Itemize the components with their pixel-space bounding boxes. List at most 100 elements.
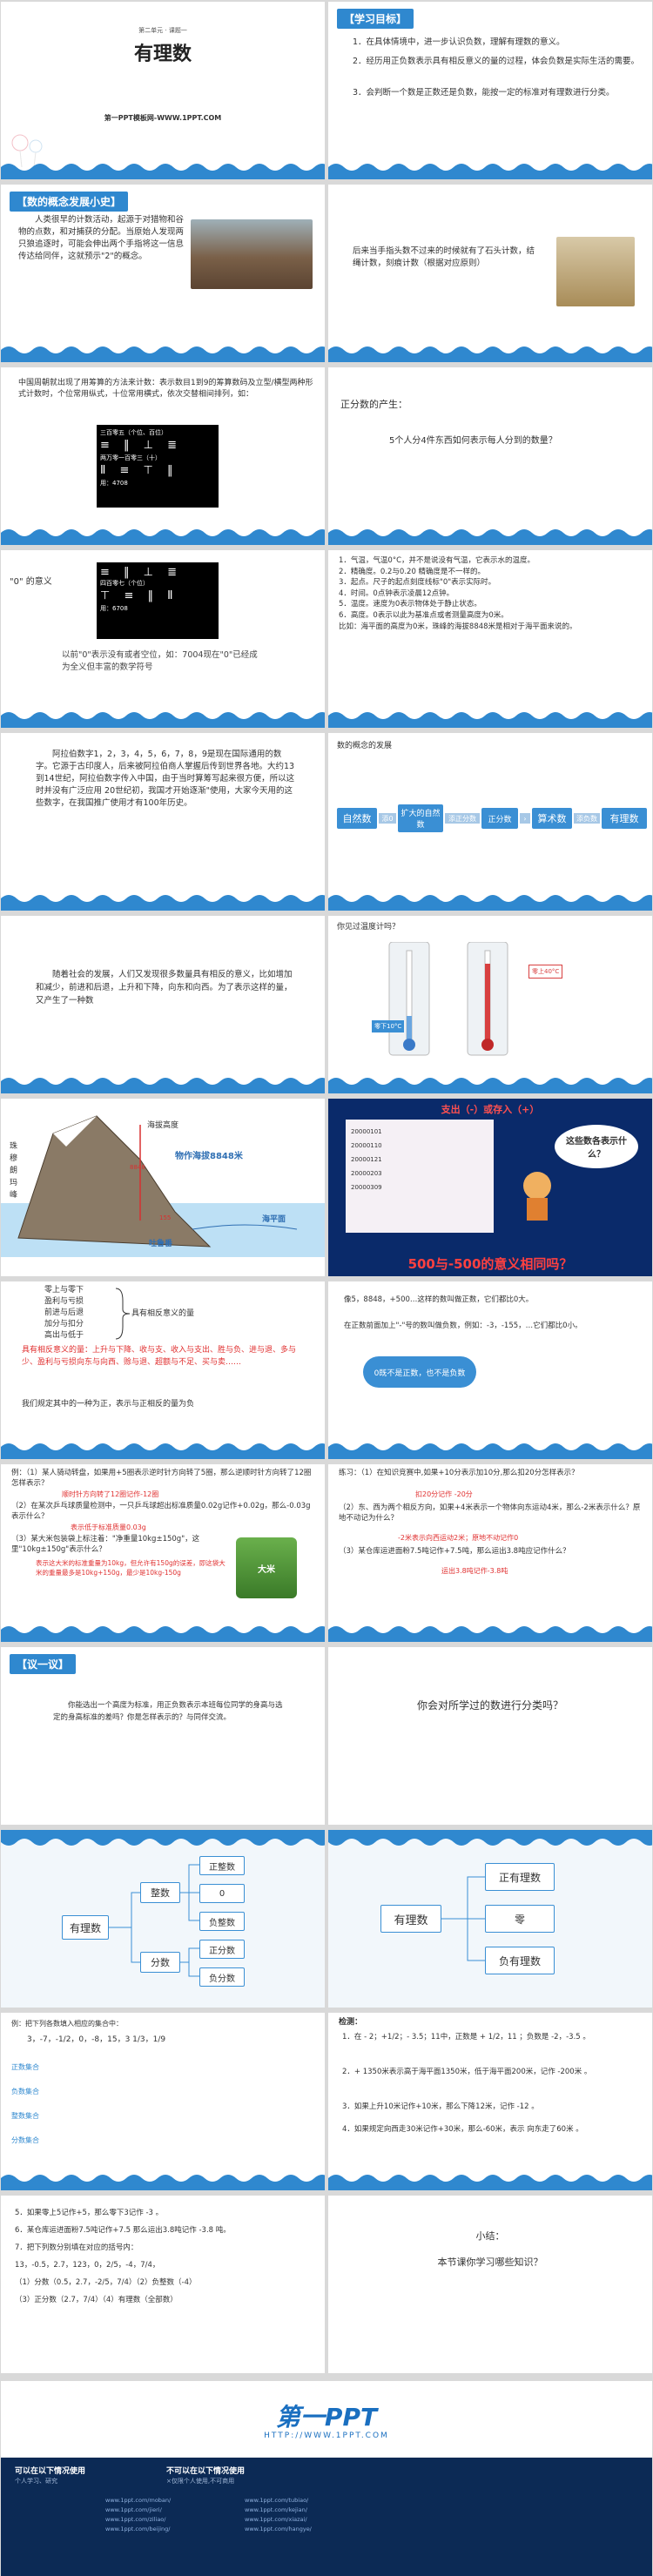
slide-altitude[interactable]: 珠穆朗玛峰 海拔高度 物作海拔8848米 8848 155 海平面 吐鲁番 (1, 1099, 325, 1276)
practice-q2: （2）东、西为两个相反方向，如果+4米表示一个物体向东运动4米，那么-2米表示什… (339, 1503, 641, 1523)
zero-item: 4．时间。0点钟表示凌晨12点钟。 (339, 589, 454, 598)
flow-arrow: › (520, 813, 530, 824)
ledger-row: 20000203 (351, 1170, 382, 1177)
footer-url[interactable]: HTTP://WWW.1PPT.COM (264, 2431, 389, 2440)
slide-summary[interactable]: 小结： 本节课你学习哪些知识？ (328, 2196, 652, 2373)
zero-item: 比如：海平面的高度为0米，珠峰的海拔8848米是相对于海平面来说的。 (339, 622, 577, 631)
ppt-footer: 第一PPT HTTP://WWW.1PPT.COM 可以在以下情况使用 个人学习… (1, 2381, 652, 2576)
thermo-label-hot: 零上40°C (528, 965, 563, 979)
sign-connectors (441, 1876, 485, 1961)
slide-fractions[interactable]: 正分数的产生： 5个人分4件东西如何表示每人分到的数量？ (328, 367, 652, 545)
slide-objectives[interactable]: 【学习目标】 1．在具体情境中，进一步认识负数，理解有理数的意义。 2．经历用正… (328, 2, 652, 179)
flow-natural: 自然数 (337, 808, 377, 829)
slide-cover[interactable]: 第二单元 · 课题一 有理数 第一PPT模板网-WWW.1PPT.COM (1, 2, 325, 179)
zero-text: 以前"0"表示没有或者空位，如：7004现在"0"已经成为全义但丰富的数学符号 (62, 650, 258, 672)
set-positive: 正数集合 (11, 2063, 39, 2071)
slide-example[interactable]: 例：（1）某人骑动转盘，如果用+5圈表示逆时针方向转了5圈，那么逆顺时针方向转了… (1, 1464, 325, 1642)
flow-positive-fraction: 正分数 (481, 808, 518, 829)
wave-border (328, 1623, 652, 1642)
row-13: 5．如果零上5记作+5，那么零下3记作 -3 。 6．某仓库运进面粉7.5吨记作… (0, 2196, 653, 2373)
slide-thermometer[interactable]: 你见过温度计吗？ 零下10°C 零上40°C (328, 916, 652, 1093)
row-2: 【数的概念发展小史】 人类很早的计数活动，起源于对猎物和谷物的点数，和对捕获的分… (0, 185, 653, 362)
tree-root: 有理数 (62, 1915, 109, 1940)
practice-q1: 练习：（1）在知识竞赛中,如果+10分表示加10分,那么扣20分怎样表示？ (339, 1469, 579, 1477)
pair-item: 加分与扣分 (44, 1320, 84, 1328)
fraction-title: 正分数的产生： (340, 399, 407, 410)
practice-a1: 扣20分记作 -20分 (415, 1490, 473, 1498)
slide-arabic-numerals[interactable]: 阿拉伯数字1，2，3，4，5，6，7，8，9是现在国际通用的数字。它源于古印度人… (1, 733, 325, 911)
set-question: 例：把下列各数填入相应的集合中： (11, 2020, 123, 2028)
altitude-label: 海拔高度 (147, 1121, 179, 1130)
slide-positive-negative[interactable]: 像5，8848，+500…这样的数叫做正数，它们都比0大。 在正数前面加上"-"… (328, 1281, 652, 1459)
wave-border (1, 709, 325, 728)
slide-number-evolution[interactable]: 数的概念的发展 自然数 添0 扩大的自然数 添正分数 正分数 › 算术数 添负数… (328, 733, 652, 911)
footer-link[interactable]: www.1ppt.com/beijing/ (105, 2526, 171, 2532)
ledger-row: 20000309 (351, 1184, 382, 1191)
row-1: 第二单元 · 课题一 有理数 第一PPT模板网-WWW.1PPT.COM 【学习… (0, 2, 653, 179)
footer-panel: 可以在以下情况使用 个人学习、研究 不可以在以下情况使用 ×仅限个人使用,不可商… (1, 2458, 652, 2576)
wave-border (328, 160, 652, 179)
slide-more-practice[interactable]: 5．如果零上5记作+5，那么零下3记作 -3 。 6．某仓库运进面粉7.5吨记作… (1, 2196, 325, 2373)
practice-item: （1）分数（0.5，2.7，-2/5，7/4）（2）负整数（-4） (15, 2278, 197, 2287)
slide-check[interactable]: 检测： 1．在 - 2；+1/2；- 3.5；11中，正数是 + 1/2，11 … (328, 2013, 652, 2190)
wave-border (328, 526, 652, 545)
opposite-intro-text: 随着社会的发展，人们又发现很多数量具有相反的意义，比如增加和减少，前进和后退，上… (36, 970, 293, 1006)
objective-1: 1．在具体情境中，进一步认识负数，理解有理数的意义。 (353, 37, 565, 47)
practice-a3: 运出3.8吨记作-3.8吨 (441, 1567, 508, 1575)
bank-ledger: 20000101 20000110 20000121 20000203 2000… (346, 1120, 494, 1233)
slide-bank-book[interactable]: 支出（-）或存入（+） 20000101 20000110 20000121 2… (328, 1099, 652, 1276)
example-a3: 表示这大米的标准重量为10kg，但允许有150g的误差，即这袋大米的重量最多是1… (36, 1559, 226, 1577)
wave-border (1, 1074, 325, 1093)
rod-row: 两万零一百零三（十） (100, 454, 161, 461)
check-item-1: 1．在 - 2；+1/2；- 3.5；11中，正数是 + 1/2，11 ；负数是… (342, 2033, 590, 2041)
mountain-diagram (1, 1115, 325, 1257)
set-numbers: 3，-7，-1/2，0，-8，15，3 1/3，1/9 (27, 2035, 166, 2044)
footer-link[interactable]: www.1ppt.com/ziliao/ (105, 2516, 166, 2523)
turpan-label: 吐鲁番 (149, 1240, 173, 1248)
slide-zero-examples[interactable]: 1．气温，气温0°C，并不是说没有气温，它表示水的温度。 2．精确度。0.2与0… (328, 550, 652, 728)
pairs-right: 具有相反意义的量 (131, 1309, 195, 1318)
tree-integer: 整数 (140, 1882, 180, 1903)
sea-level-label: 海平面 (262, 1215, 286, 1224)
mountain-label: 珠穆朗玛峰 (10, 1142, 18, 1200)
slide-classify-q[interactable]: 你会对所学过的数进行分类吗？ (328, 1647, 652, 1825)
cartoon-character-icon (523, 1172, 551, 1221)
slide-classify-tree[interactable]: 有理数 整数 分数 正整数 0 负整数 正分数 负分数 (1, 1830, 325, 2008)
positive-def: 像5，8848，+500…这样的数叫做正数，它们都比0大。 (344, 1295, 534, 1304)
slide-opposite-intro[interactable]: 随着社会的发展，人们又发现很多数量具有相反的意义，比如增加和减少，前进和后退，上… (1, 916, 325, 1093)
slide-set-example[interactable]: 例：把下列各数填入相应的集合中： 3，-7，-1/2，0，-8，15，3 1/3… (1, 2013, 325, 2190)
flow-extended: 扩大的自然数 (398, 804, 443, 832)
footer-link[interactable]: www.1ppt.com/tubiao/ (245, 2497, 309, 2504)
footer-link[interactable]: www.1ppt.com/hangye/ (245, 2526, 312, 2532)
slide-zero-meaning[interactable]: "0" 的意义 ≡ ‖ ⊥ ≣ 四百零七（个位） ⊤ ≡ ‖ Ⅱ 用：6708 … (1, 550, 325, 728)
page-title: 有理数 (133, 44, 192, 65)
slide-history[interactable]: 【数的概念发展小史】 人类很早的计数活动，起源于对猎物和谷物的点数，和对捕获的分… (1, 185, 325, 362)
wave-border (328, 709, 652, 728)
wave-border-top (1, 1830, 325, 1849)
tree-negative-integer: 负整数 (199, 1912, 245, 1931)
slide-counting[interactable]: 后来当手指头数不过来的时候就有了石头计数，结绳计数，刻痕计数（根据对应原则） (328, 185, 652, 362)
thermo-title: 你见过温度计吗？ (337, 923, 401, 932)
slide-opposite-pairs[interactable]: 零上与零下 盈利与亏损 前进与后退 加分与扣分 高出与低于 具有相反意义的量 具… (1, 1281, 325, 1459)
flow-rational: 有理数 (602, 808, 647, 829)
row-10: 【议一议】 你能选出一个高度为标准，用正负数表示本班每位同学的身高与选定的身高标… (0, 1647, 653, 1825)
counting-text: 后来当手指头数不过来的时候就有了石头计数，结绳计数，刻痕计数（根据对应原则） (353, 246, 535, 268)
slide-discuss[interactable]: 【议一议】 你能选出一个高度为标准，用正负数表示本班每位同学的身高与选定的身高标… (1, 1647, 325, 1825)
slide-rod-numerals[interactable]: 中国周朝就出现了用筹算的方法来计数：表示数目1到9的筹算数码及立型/横型两种形式… (1, 367, 325, 545)
footer-link[interactable]: www.1ppt.com/kejian/ (245, 2506, 307, 2513)
footer-link[interactable]: www.1ppt.com/moban/ (105, 2497, 172, 2504)
cover-footer: 第一PPT模板网-WWW.1PPT.COM (104, 114, 222, 122)
row-11: 有理数 整数 分数 正整数 0 负整数 正分数 负分数 有理数 正有理数 零 负… (0, 1830, 653, 2008)
arabic-text: 阿拉伯数字1，2，3，4，5，6，7，8，9是现在国际通用的数字。它源于古印度人… (36, 750, 295, 808)
sign-positive: 正有理数 (485, 1863, 555, 1891)
slide-classify-sign[interactable]: 有理数 正有理数 零 负有理数 (328, 1830, 652, 2008)
footer-link[interactable]: www.1ppt.com/xiazai/ (245, 2516, 307, 2523)
slide-practice[interactable]: 练习：（1）在知识竞赛中,如果+10分表示加10分,那么扣20分怎样表示？ 扣2… (328, 1464, 652, 1642)
bank-caption: 500与-500的意义相同吗？ (407, 1256, 573, 1272)
zero-title: "0" 的意义 (10, 577, 52, 587)
dandelion-icon (11, 134, 43, 167)
wave-border (1, 343, 325, 362)
depth-value: 155 (159, 1214, 172, 1221)
footer-link[interactable]: www.1ppt.com/jieri/ (105, 2506, 162, 2513)
flow-arrow: 添负数 (574, 813, 600, 824)
